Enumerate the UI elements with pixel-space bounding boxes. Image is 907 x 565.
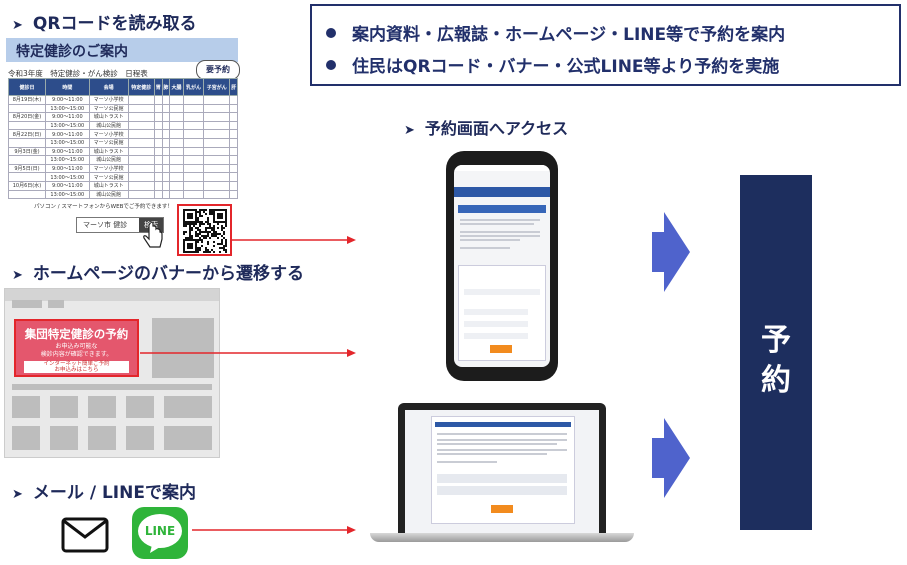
schedule-footer: パソコン / スマートフォンからWEBでご予約できます！ <box>34 204 173 210</box>
bullet-icon <box>326 28 336 38</box>
table-cell <box>229 189 238 200</box>
placeholder-block <box>12 396 40 418</box>
arrow-head-icon <box>347 349 356 357</box>
placeholder-block <box>48 300 64 308</box>
notice-line-2: 住民はQRコード・バナー・公式LINE等より予約を実施 <box>326 52 779 77</box>
notice-box: 案内資料・広報誌・ホームページ・LINE等で予約を案内 住民はQRコード・バナー… <box>310 4 901 86</box>
placeholder-block <box>12 300 42 308</box>
placeholder-block <box>12 426 40 450</box>
schedule-table: 健診日時間会場特定健診胃肺大腸乳がん子宮がん肝 8月19日(木)9:00〜11:… <box>8 78 238 200</box>
reservation-block: 予 約 <box>740 175 812 530</box>
schedule-column-header: 時間 <box>44 78 90 96</box>
qr-code-icon <box>183 209 227 253</box>
qr-code <box>177 204 232 256</box>
table-cell <box>127 189 156 200</box>
phone-header-bar <box>454 187 550 197</box>
arrow-head-icon <box>347 526 356 534</box>
laptop-mockup <box>398 403 606 534</box>
schedule-column-header: 会場 <box>88 78 129 96</box>
placeholder-block <box>152 318 214 378</box>
chevron-right-icon <box>652 418 690 498</box>
chevron-right-icon: ➤ <box>12 268 23 283</box>
banner-button[interactable]: インターネット簡単ご予約お申込みはこちら <box>24 361 129 373</box>
table-cell <box>203 189 231 200</box>
schedule-column-header: 子宮がん <box>203 78 231 96</box>
bullet-icon <box>326 60 336 70</box>
schedule-title-band <box>6 38 238 62</box>
line-bubble-icon <box>138 514 182 553</box>
smartphone-mockup <box>446 151 558 381</box>
phone-screen <box>454 165 550 367</box>
laptop-submit-button <box>491 505 513 513</box>
placeholder-block <box>50 426 78 450</box>
chevron-right-icon: ➤ <box>404 123 415 138</box>
banner-title: 集団特定健診の予約 <box>24 327 129 341</box>
placeholder-block <box>126 396 154 418</box>
heading-access: ➤予約画面へアクセス <box>404 119 569 138</box>
search-query: マーソ市 健診 <box>83 221 128 229</box>
schedule-subtitle: 令和3年度 特定健診・がん検診 日程表 <box>8 69 148 78</box>
placeholder-block <box>126 426 154 450</box>
placeholder-block <box>88 426 116 450</box>
chevron-right-icon: ➤ <box>12 487 23 502</box>
phone-submit-button <box>490 345 512 353</box>
schedule-column-header: 大腸 <box>169 78 184 96</box>
laptop-base <box>370 533 634 542</box>
schedule-column-header: 乳がん <box>182 78 205 96</box>
mail-icon <box>61 517 109 553</box>
placeholder-block <box>88 396 116 418</box>
placeholder-block <box>12 384 212 390</box>
heading-mail-line: ➤メール / LINEで案内 <box>12 483 196 503</box>
schedule-column-header: 健診日 <box>8 78 46 96</box>
placeholder-block <box>50 396 78 418</box>
reservation-char-2: 約 <box>761 363 791 398</box>
reservation-char-1: 予 <box>761 323 791 358</box>
line-app-icon: LINE <box>132 507 188 559</box>
schedule-document: 特定健診のご案内 要予約 令和3年度 特定健診・がん検診 日程表 健診日時間会場… <box>6 38 240 216</box>
laptop-screen <box>405 410 599 534</box>
chevron-right-icon: ➤ <box>12 18 23 33</box>
notice-line-1: 案内資料・広報誌・ホームページ・LINE等で予約を案内 <box>326 20 785 45</box>
table-cell <box>8 189 46 200</box>
heading-banner: ➤ホームページのバナーから遷移する <box>12 264 305 284</box>
placeholder-block <box>164 396 212 418</box>
arrow-head-icon <box>347 236 356 244</box>
placeholder-block <box>164 426 212 450</box>
heading-qr: ➤QRコードを読み取る <box>12 14 197 34</box>
chevron-right-icon <box>652 212 690 292</box>
browser-bar <box>5 289 219 301</box>
schedule-column-header: 特定健診 <box>127 78 156 96</box>
schedule-column-header: 肝 <box>229 78 238 96</box>
reservation-banner[interactable]: 集団特定健診の予約 お申込み可能な検診内容が確認できます。 インターネット簡単ご… <box>14 319 139 377</box>
banner-subtext: お申込み可能な検診内容が確認できます。 <box>40 343 113 358</box>
schedule-title: 特定健診のご案内 <box>16 44 128 60</box>
line-label: LINE <box>144 524 176 538</box>
pointer-hand-icon <box>143 223 163 248</box>
laptop-header-bar <box>435 422 571 427</box>
